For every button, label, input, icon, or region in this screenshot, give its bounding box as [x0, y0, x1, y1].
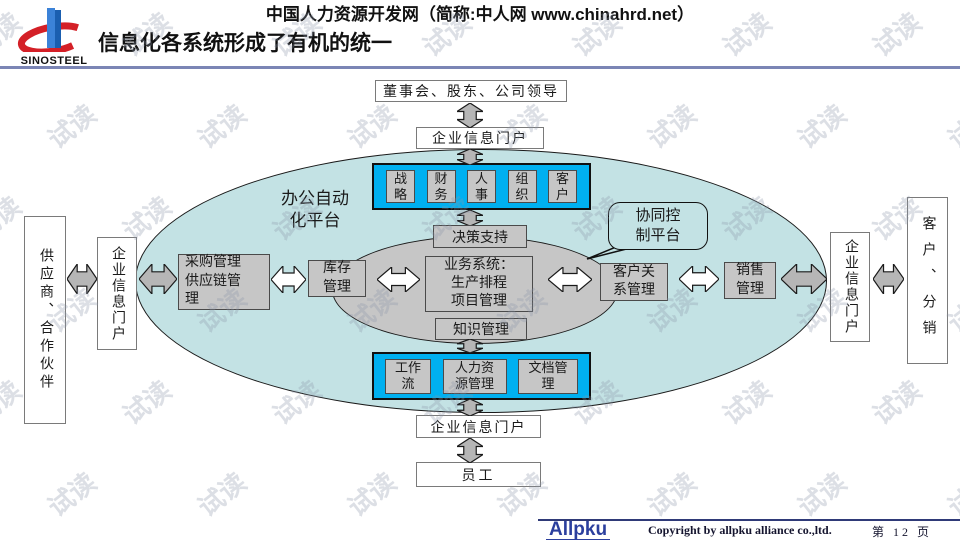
strategy-item: 组织	[507, 170, 537, 203]
footer-divider	[538, 519, 960, 521]
workflow-item: 工作流	[385, 358, 431, 394]
watermark-text: 试读	[717, 375, 777, 431]
arrow-sales-portal	[781, 264, 827, 294]
page-title: 信息化各系统形成了有机的统一	[98, 32, 392, 55]
knowledge-box: 知识管理	[435, 318, 527, 340]
watermark-text: 试读	[192, 467, 252, 523]
watermark-text: 试读	[42, 99, 102, 155]
inventory-box: 库存管理	[308, 260, 366, 297]
arrow-inventory-business	[377, 267, 420, 292]
staff-box: 员工	[416, 462, 541, 487]
sinosteel-logo-text: SINOSTEEL	[20, 55, 88, 67]
arrow-purchase-inventory	[271, 266, 306, 293]
callout-label: 协同控制平台	[635, 207, 681, 244]
arrow-business-crm	[548, 267, 592, 292]
watermark-text: 试读	[642, 99, 702, 155]
portal-bottom-box: 企业信息门户	[416, 415, 541, 438]
watermark-text: 试读	[942, 99, 960, 155]
arrow-strategy-decision	[457, 210, 483, 226]
supplier-partner-box: 供应商、合作伙伴	[24, 216, 66, 424]
portal-top-box: 企业信息门户	[416, 127, 544, 149]
strategy-item: 人事	[467, 170, 496, 203]
strategy-item: 战略	[386, 170, 415, 203]
business-system-box: 业务系统： 生产排程 项目管理	[425, 256, 533, 312]
portal-right-box: 企业信息门户	[830, 232, 870, 342]
watermark-text: 试读	[192, 99, 252, 155]
strategy-row-box: 战略财务人事组织客户	[372, 163, 591, 210]
workflow-item: 人力资源管理	[442, 358, 507, 394]
arrow-portal-customer	[873, 264, 904, 294]
header-divider	[0, 66, 960, 69]
arrow-crm-sales	[679, 266, 719, 292]
watermark-text: 试读	[792, 99, 852, 155]
watermark-text: 试读	[792, 467, 852, 523]
arrow-portal-strategy	[457, 149, 483, 165]
sinosteel-logo-icon	[17, 8, 89, 56]
arrow-workflow-portal	[457, 399, 483, 416]
arrow-supplier-portal	[67, 264, 97, 294]
watermark-text: 试读	[117, 375, 177, 431]
arrow-portal-purchase	[139, 264, 177, 294]
watermark-text: 试读	[342, 467, 402, 523]
watermark-text: 试读	[942, 467, 960, 523]
purchase-supply-box: 采购管理供应链管理	[178, 254, 270, 310]
arrow-portal-staff	[457, 438, 483, 463]
site-title: 中国人力资源开发网（简称:中人网 www.chinahrd.net）	[265, 5, 695, 24]
workflow-row-box: 工作流人力资源管理文档管理	[372, 352, 591, 400]
portal-left-box: 企业信息门户	[97, 237, 137, 350]
watermark-text: 试读	[342, 99, 402, 155]
strategy-item: 客户	[548, 170, 577, 203]
footer-copyright: Copyright by allpku alliance co.,ltd.	[648, 523, 832, 537]
watermark-text: 试读	[867, 375, 927, 431]
decision-support-box: 决策支持	[433, 225, 527, 248]
crm-box: 客户关系管理	[600, 263, 668, 301]
customer-distribution-box: 客户、分销	[907, 197, 948, 364]
arrow-leaders-portal	[457, 103, 483, 128]
allpku-logo: Allpku	[546, 520, 611, 540]
page-number: 第 12 页	[872, 525, 933, 539]
leaders-box: 董事会、股东、公司领导	[375, 80, 567, 102]
strategy-item: 财务	[426, 170, 456, 203]
watermark-text: 试读	[642, 467, 702, 523]
watermark-text: 试读	[42, 467, 102, 523]
arrow-knowledge-workflow	[457, 339, 483, 353]
callout-bubble: 协同控制平台	[608, 202, 708, 250]
workflow-item: 文档管理	[518, 358, 578, 394]
sales-box: 销售管理	[724, 262, 776, 299]
sinosteel-logo: SINOSTEEL	[6, 6, 102, 67]
oa-platform-label: 办公自动化平台	[281, 189, 349, 231]
